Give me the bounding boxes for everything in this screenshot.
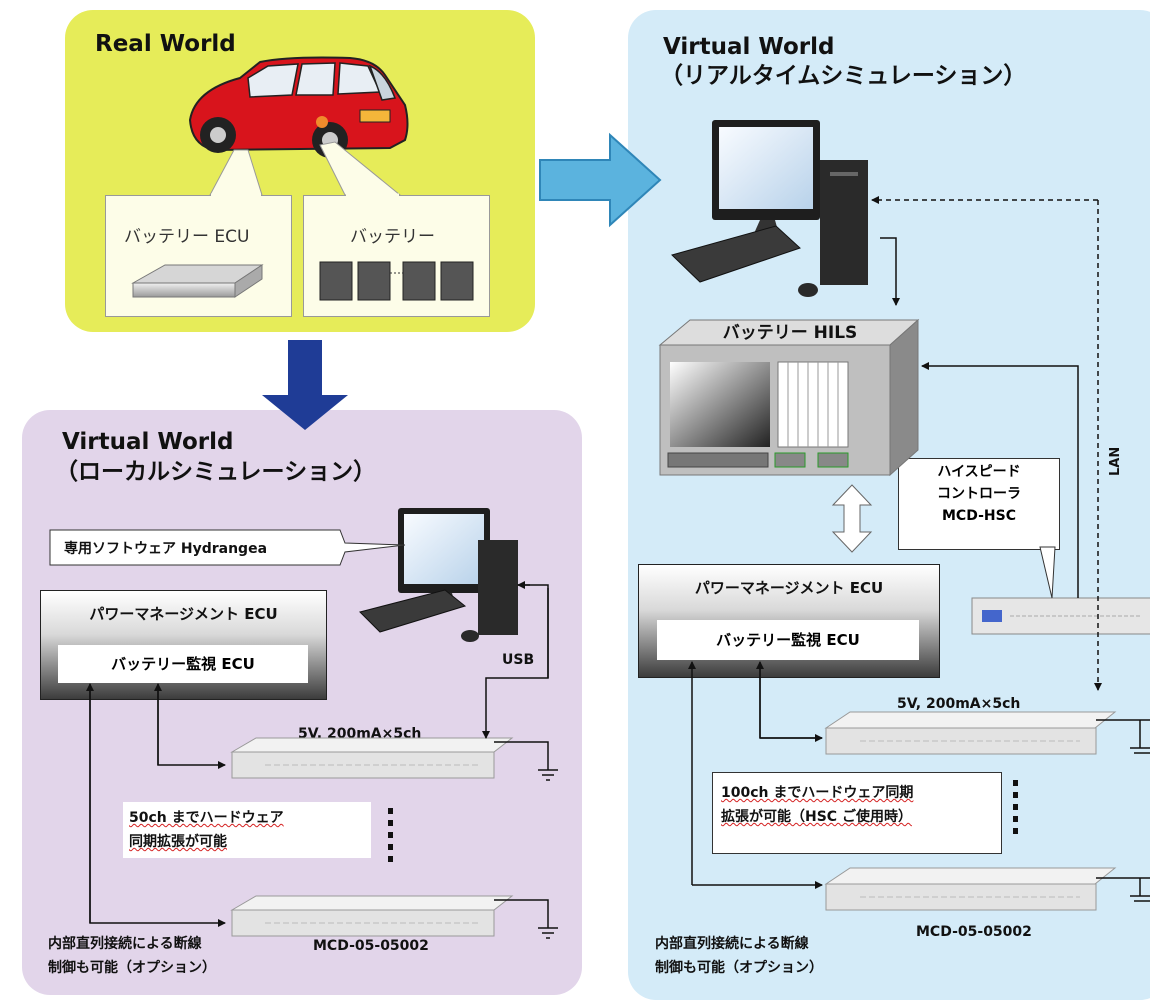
usb-label: USB xyxy=(502,652,535,668)
local-title-line2: （ローカルシミュレーション） xyxy=(55,459,377,485)
realtime-expansion-line1: 100ch までハードウェア同期 xyxy=(721,785,914,801)
realtime-option-line2: 制御も可能（オプション） xyxy=(655,960,823,976)
battery-hils-icon: バッテリー HILS xyxy=(658,318,920,477)
realtime-title-line1: Virtual World xyxy=(663,34,835,60)
high-speed-controller-device xyxy=(971,597,1150,635)
hils-ecu-bidirectional-arrow xyxy=(831,484,873,553)
local-pc-icon xyxy=(359,508,518,642)
local-title-line1: Virtual World xyxy=(62,429,234,455)
car-illustration xyxy=(188,56,409,158)
realtime-pc-icon xyxy=(671,120,868,297)
battery-cells xyxy=(319,261,474,301)
local-model-label: MCD-05-05002 xyxy=(313,938,429,954)
realtime-battery-monitor-ecu: バッテリー監視 ECU xyxy=(657,620,919,660)
arrow-to-realtime xyxy=(539,132,662,228)
hils-label: バッテリー HILS xyxy=(723,323,858,343)
realtime-expansion-line2: 拡張が可能（HSC ご使用時） xyxy=(721,809,912,825)
realtime-title-line2: （リアルタイムシミュレーション） xyxy=(660,63,1027,89)
realtime-power-spec: 5V, 200mA×5ch xyxy=(897,696,1021,712)
realtime-instrument-bottom xyxy=(824,867,1117,911)
local-option-note: 内部直列接続による断線 制御も可能（オプション） xyxy=(48,932,216,980)
arrow-to-local xyxy=(262,340,348,430)
local-pm-ecu-label: パワーマネージメント ECU xyxy=(89,605,278,623)
high-speed-controller-callout: ハイスピード コントローラ MCD-HSC xyxy=(898,458,1060,550)
local-instrument-top xyxy=(230,737,514,779)
realtime-vertical-ellipsis xyxy=(1013,780,1018,834)
realtime-option-note: 内部直列接続による断線 制御も可能（オプション） xyxy=(655,932,823,980)
battery-ecu-label: バッテリー ECU xyxy=(124,227,250,247)
realtime-model-label: MCD-05-05002 xyxy=(916,924,1032,940)
local-expansion-line1: 50ch までハードウェア xyxy=(129,810,284,826)
hsc-line3: MCD-HSC xyxy=(942,508,1016,524)
realtime-instrument-top xyxy=(824,711,1117,755)
battery-label: バッテリー xyxy=(350,227,435,247)
local-option-line2: 制御も可能（オプション） xyxy=(48,960,216,976)
realtime-option-line1: 内部直列接続による断線 xyxy=(655,936,809,952)
ecu-slab xyxy=(131,264,264,298)
local-expansion-note: 50ch までハードウェア 同期拡張が可能 xyxy=(123,802,371,858)
local-battery-monitor-ecu: バッテリー監視 ECU xyxy=(58,645,308,683)
hsc-line2: コントローラ xyxy=(937,486,1021,502)
local-instrument-bottom xyxy=(230,895,514,937)
realtime-pm-ecu-label: パワーマネージメント ECU xyxy=(694,579,884,597)
local-expansion-line2: 同期拡張が可能 xyxy=(129,834,227,850)
real-world-title: Real World xyxy=(95,31,236,57)
hsc-line1: ハイスピード xyxy=(937,464,1021,480)
software-callout-shape xyxy=(49,529,406,566)
local-vertical-ellipsis xyxy=(388,808,393,862)
local-option-line1: 内部直列接続による断線 xyxy=(48,936,202,952)
realtime-expansion-note: 100ch までハードウェア同期 拡張が可能（HSC ご使用時） xyxy=(712,772,1002,854)
software-callout-label: 専用ソフトウェア Hydrangea xyxy=(64,540,267,557)
